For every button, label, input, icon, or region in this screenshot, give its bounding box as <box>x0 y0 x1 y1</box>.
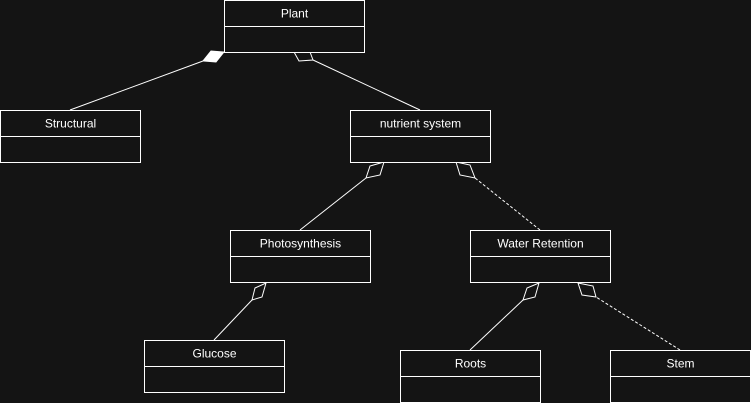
class-stem[interactable]: Stem <box>610 350 751 403</box>
class-name: Stem <box>666 357 694 371</box>
class-name: Photosynthesis <box>260 237 341 251</box>
edge-nutrient-water-retention <box>455 161 541 231</box>
class-roots[interactable]: Roots <box>400 350 541 403</box>
class-nutrient-system[interactable]: nutrient system <box>350 110 491 163</box>
class-name: Roots <box>455 357 486 371</box>
edge-plant-structural <box>69 50 225 111</box>
class-name: nutrient system <box>380 117 461 131</box>
aggregation-diamond-icon <box>365 161 385 179</box>
aggregation-diamond-icon <box>251 282 267 301</box>
edge-plant-nutrient-system <box>293 51 421 111</box>
edge-water-retention-roots <box>469 282 540 351</box>
class-photosynthesis[interactable]: Photosynthesis <box>230 230 371 283</box>
edge-nutrient-photosynthesis <box>299 161 385 231</box>
class-name: Glucose <box>192 347 236 361</box>
class-name: Plant <box>281 7 309 21</box>
aggregation-diamond-icon <box>577 282 597 298</box>
class-name: Water Retention <box>497 237 583 251</box>
class-structural[interactable]: Structural <box>0 110 141 163</box>
edge-water-retention-stem <box>577 282 681 351</box>
aggregation-diamond-icon <box>293 51 314 62</box>
aggregation-diamond-icon <box>522 282 540 301</box>
class-glucose[interactable]: Glucose <box>144 340 285 393</box>
composition-diamond-icon <box>202 50 225 63</box>
class-name: Structural <box>45 117 96 131</box>
aggregation-diamond-icon <box>455 161 476 179</box>
class-water-retention[interactable]: Water Retention <box>470 230 611 283</box>
class-plant[interactable]: Plant <box>224 0 365 53</box>
edge-photosynthesis-glucose <box>213 282 267 341</box>
